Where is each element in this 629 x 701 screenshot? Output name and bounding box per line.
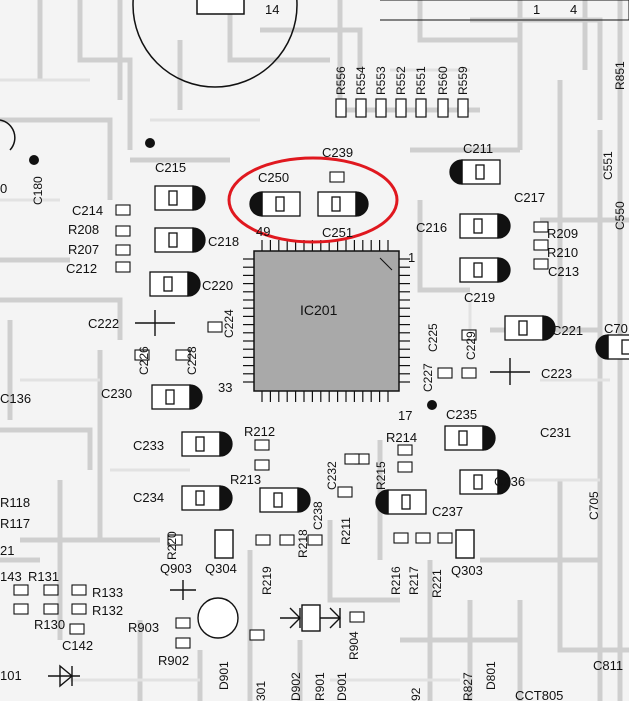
label-2: R553 xyxy=(374,66,388,95)
header-4: 4 xyxy=(570,2,577,17)
label-c211: C211 xyxy=(463,141,493,156)
label-r220: R220 xyxy=(165,531,179,560)
label-r212: R212 xyxy=(244,424,275,439)
label-21: 21 xyxy=(0,543,14,558)
label-c217: C217 xyxy=(514,190,545,205)
label-c214: C214 xyxy=(72,203,103,218)
label-r904: R904 xyxy=(347,631,361,660)
header-14: 14 xyxy=(265,2,279,17)
label-6: R559 xyxy=(456,66,470,95)
label-c142: C142 xyxy=(62,638,93,653)
label-c705: C705 xyxy=(587,491,601,520)
label-c224: C224 xyxy=(222,309,236,338)
label-101: 101 xyxy=(0,668,22,683)
label-c216: C216 xyxy=(416,220,447,235)
label-cct805: CCT805 xyxy=(515,688,563,701)
label-c811: C811 xyxy=(593,658,623,673)
label-4: R551 xyxy=(414,66,428,95)
label-r219: R219 xyxy=(260,566,274,595)
label-c136: C136 xyxy=(0,391,31,406)
label-r131: R131 xyxy=(28,569,59,584)
label-c227: C227 xyxy=(421,363,435,392)
label-q303: Q303 xyxy=(451,563,483,578)
label-r217: R217 xyxy=(407,566,421,595)
label-r211: R211 xyxy=(339,517,353,545)
chip-label: IC201 xyxy=(300,302,338,318)
label-r130: R130 xyxy=(34,617,65,632)
label-c226: C226 xyxy=(137,346,151,375)
label-5: R560 xyxy=(436,66,450,95)
label-c236: C236 xyxy=(494,474,525,489)
label-r903: R903 xyxy=(128,620,159,635)
label-c550: C550 xyxy=(613,201,627,230)
pin-49-label: 49 xyxy=(256,224,270,239)
label-c228: C228 xyxy=(185,346,199,375)
label-q304: Q304 xyxy=(205,561,237,576)
label-r902: R902 xyxy=(158,653,189,668)
label-c222: C222 xyxy=(88,316,119,331)
label-c180: C180 xyxy=(31,176,45,205)
label-r827: R827 xyxy=(461,672,475,701)
label-r216: R216 xyxy=(389,566,403,595)
label-c212: C212 xyxy=(66,261,97,276)
label-c213: C213 xyxy=(548,264,579,279)
pin-1-label: 1 xyxy=(408,250,415,265)
label-r218: R218 xyxy=(296,529,310,558)
label-c250: C250 xyxy=(258,170,289,185)
label-r117: R117 xyxy=(0,516,30,531)
label-c221: C221 xyxy=(552,323,583,338)
label-r901: R901 xyxy=(313,672,327,701)
label-r209: R209 xyxy=(547,226,578,241)
pin-17-label: 17 xyxy=(398,408,412,423)
label-r213: R213 xyxy=(230,472,261,487)
label-0: 0 xyxy=(0,181,7,196)
label-c70: C70 xyxy=(604,321,628,336)
label-c223: C223 xyxy=(541,366,572,381)
label-c229: C229 xyxy=(464,331,478,360)
pin-33-label: 33 xyxy=(218,380,232,395)
label-r215: R215 xyxy=(374,461,388,490)
label-c234: C234 xyxy=(133,490,164,505)
label-c233: C233 xyxy=(133,438,164,453)
label-r133: R133 xyxy=(92,585,123,600)
label-3: R552 xyxy=(394,66,408,95)
label-c231: C231 xyxy=(540,425,571,440)
label-c230: C230 xyxy=(101,386,132,401)
label-r214: R214 xyxy=(386,430,417,445)
label-d801: D801 xyxy=(484,661,498,690)
label-0: R556 xyxy=(334,66,348,95)
label-c225: C225 xyxy=(426,323,440,352)
label-c239: C239 xyxy=(322,145,353,160)
label-r210: R210 xyxy=(547,245,578,260)
label-r207: R207 xyxy=(68,242,99,257)
label-q903: Q903 xyxy=(160,561,192,576)
label-r208: R208 xyxy=(68,222,99,237)
header-1: 1 xyxy=(533,2,540,17)
label-c551: C551 xyxy=(601,151,615,180)
highlight-ellipse xyxy=(227,156,399,244)
label-143: 143 xyxy=(0,569,22,584)
label-c219: C219 xyxy=(464,290,495,305)
label-7: R851 xyxy=(613,61,627,90)
ic201-chip xyxy=(243,240,410,402)
label-d902: D902 xyxy=(289,672,303,701)
label-n92: 92 xyxy=(409,687,423,701)
label-d901a: D901 xyxy=(217,661,231,690)
label-c238: C238 xyxy=(311,501,325,530)
label-d901: D901 xyxy=(335,672,349,701)
label-r221: R221 xyxy=(430,569,444,598)
label-c215: C215 xyxy=(155,160,186,175)
label-r132: R132 xyxy=(92,603,123,618)
label-1: R554 xyxy=(354,66,368,95)
label-c232: C232 xyxy=(325,461,339,490)
label-c235: C235 xyxy=(446,407,477,422)
label-r118: R118 xyxy=(0,495,30,510)
label-n301: 301 xyxy=(254,681,268,701)
label-c237: C237 xyxy=(432,504,463,519)
label-c218: C218 xyxy=(208,234,239,249)
label-c251: C251 xyxy=(322,225,353,240)
label-c220: C220 xyxy=(202,278,233,293)
